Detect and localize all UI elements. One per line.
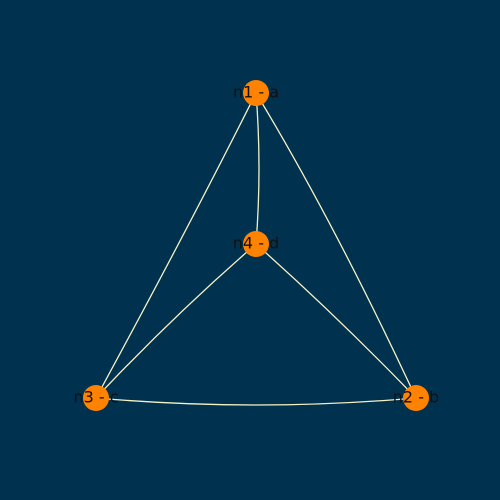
edge-n1-n2 [255,92,417,399]
node-n4[interactable]: n4 - d [233,231,279,257]
edges-layer [95,92,417,406]
node-n1[interactable]: n1 - a [233,80,279,106]
node-n4-circle[interactable] [243,231,269,257]
node-n1-circle[interactable] [243,80,269,106]
node-n4-label: n4 - d [233,234,279,253]
node-n3[interactable]: n3 - c [73,385,119,411]
nodes-layer: n1 - a n2 - b n3 - c n4 - d [73,80,439,411]
edge-n3-n2 [95,397,417,406]
edge-n1-n3 [95,92,257,399]
edge-n4-n3 [95,243,257,399]
node-n1-label: n1 - a [233,83,279,102]
node-n2-label: n2 - b [393,388,439,407]
node-n3-label: n3 - c [73,388,118,407]
node-n2-circle[interactable] [403,385,429,411]
node-n2[interactable]: n2 - b [393,385,439,411]
edge-n1-n4 [255,92,260,245]
edge-n4-n2 [255,243,417,399]
node-n3-circle[interactable] [83,385,109,411]
